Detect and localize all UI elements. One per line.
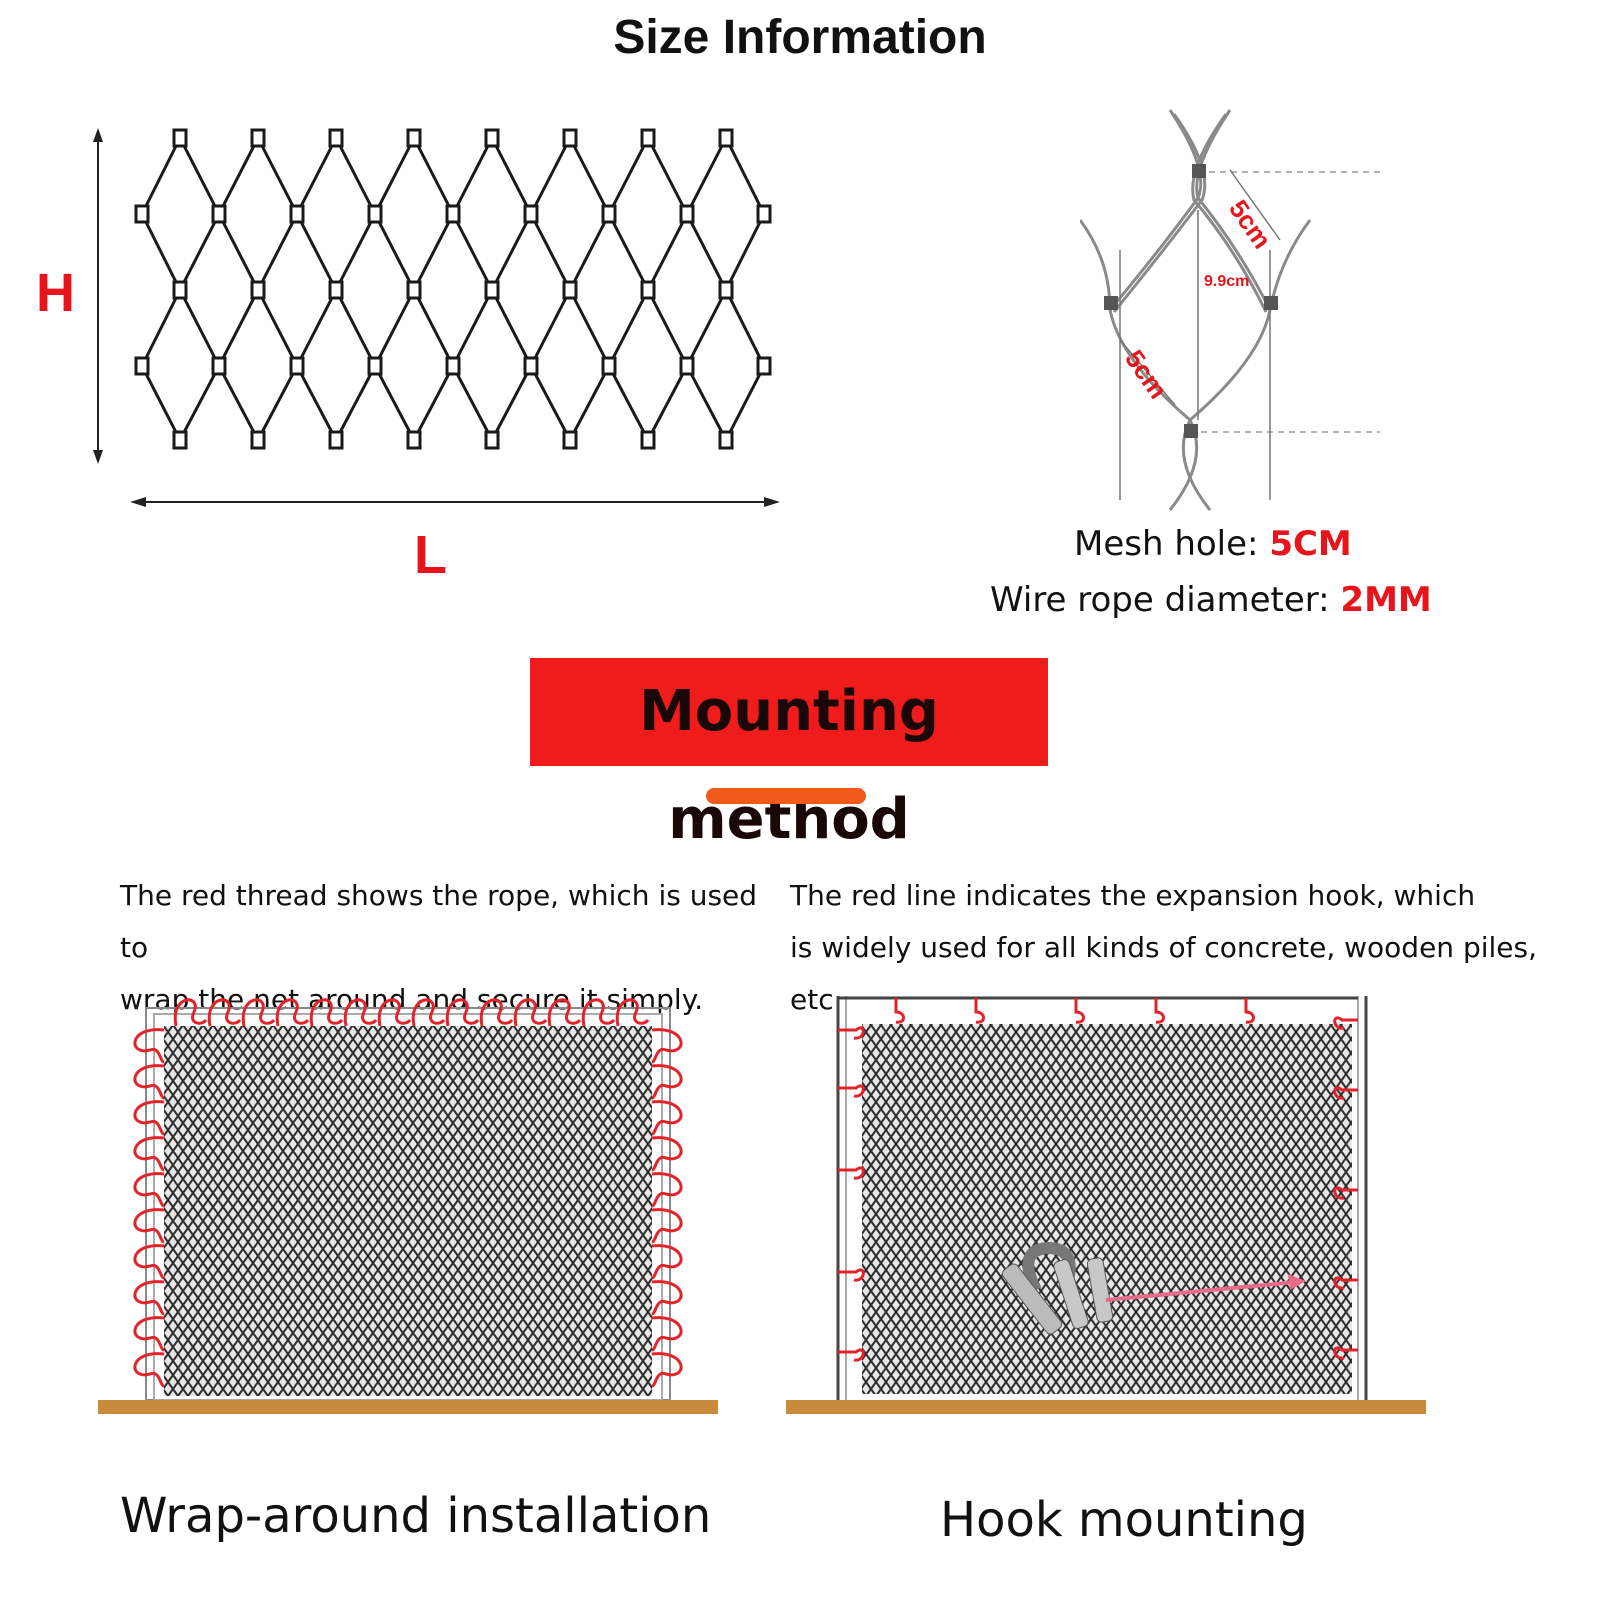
- detail-height-label: 9.9cm: [1204, 273, 1249, 290]
- mesh-ferrule: [406, 128, 422, 148]
- hook-caption-line-2: is widely used for all kinds of concrete…: [790, 931, 1537, 1016]
- mesh-ferrule: [484, 128, 500, 148]
- hook-mark: [1333, 1186, 1358, 1200]
- hook-mark: [974, 998, 985, 1024]
- mesh-ferrule: [718, 430, 734, 450]
- mesh-ferrule: [640, 128, 656, 148]
- mesh-net-diagram: [134, 128, 772, 450]
- mesh-ferrule: [445, 356, 461, 376]
- mesh-ferrule: [289, 204, 305, 224]
- hook-mark: [1074, 998, 1085, 1024]
- ground-strip: [786, 1400, 1426, 1414]
- wire-diameter-value: 2MM: [1340, 580, 1432, 620]
- mesh-ferrule: [679, 204, 695, 224]
- mesh-ferrule: [756, 356, 772, 376]
- mesh-ferrule: [562, 128, 578, 148]
- hook-mark: [894, 998, 905, 1024]
- height-label: H: [36, 263, 75, 323]
- mesh-ferrule: [601, 204, 617, 224]
- mesh-ferrule: [250, 128, 266, 148]
- mesh-ferrule: [445, 204, 461, 224]
- mesh-cell-detail: 5cm 9.9cm 5cm: [1080, 109, 1380, 511]
- mounting-method-banner: Mounting method: [530, 658, 1048, 852]
- mesh-ferrule: [562, 430, 578, 450]
- hook-mark: [838, 1348, 865, 1362]
- hook-mounting-title: Hook mounting: [940, 1492, 1308, 1548]
- mesh-ferrule: [367, 204, 383, 224]
- mesh-ferrule: [756, 204, 772, 224]
- hook-mark: [838, 1084, 865, 1098]
- mesh-ferrule: [718, 280, 734, 300]
- mesh-ferrule: [406, 430, 422, 450]
- mesh-ferrule: [718, 128, 734, 148]
- length-arrow: [130, 497, 780, 507]
- hook-mark: [1244, 998, 1255, 1024]
- wire-diameter-label: Wire rope diameter:: [990, 580, 1330, 620]
- mesh-ferrule: [640, 280, 656, 300]
- hook-mark: [838, 1026, 865, 1040]
- mesh-hole-label: Mesh hole:: [1074, 524, 1259, 564]
- length-label: L: [414, 525, 447, 585]
- spec-mesh-hole: Mesh hole: 5CM: [1074, 524, 1352, 564]
- mesh-ferrule: [134, 204, 150, 224]
- hook-mark: [838, 1268, 865, 1282]
- wrap-around-illustration: [98, 998, 718, 1414]
- mesh-ferrule: [640, 430, 656, 450]
- hook-caption-line-1: The red line indicates the expansion hoo…: [790, 879, 1476, 912]
- mesh-ferrule: [484, 430, 500, 450]
- page-title: Size Information: [613, 11, 987, 64]
- mesh-ferrule: [250, 430, 266, 450]
- mesh-ferrule: [328, 128, 344, 148]
- expansion-hook-icon: [1001, 1241, 1114, 1335]
- mesh-ferrule: [172, 280, 188, 300]
- ground-strip: [98, 1400, 718, 1414]
- mesh-ferrule: [523, 204, 539, 224]
- hook-mark: [1333, 1086, 1358, 1100]
- mesh-ferrule: [250, 280, 266, 300]
- mesh-ferrule: [601, 356, 617, 376]
- hook-caption: The red line indicates the expansion hoo…: [790, 870, 1590, 1026]
- hook-mark: [838, 1166, 865, 1180]
- rope-thread: [133, 998, 683, 1388]
- mesh-ferrule: [484, 280, 500, 300]
- hook-mark: [1333, 1016, 1358, 1030]
- mesh-ferrule: [211, 356, 227, 376]
- mesh-hole-value: 5CM: [1269, 524, 1352, 564]
- mesh-ferrule: [406, 280, 422, 300]
- wrap-caption-line-1: The red thread shows the rope, which is …: [120, 879, 758, 964]
- mesh-ferrule: [562, 280, 578, 300]
- hook-mounting-illustration: [786, 996, 1426, 1414]
- mesh-ferrule: [523, 356, 539, 376]
- mesh-ferrule: [134, 356, 150, 376]
- hook-mark: [1333, 1346, 1358, 1360]
- mesh-ferrule: [328, 430, 344, 450]
- mesh-ferrule: [679, 356, 695, 376]
- mesh-ferrule: [211, 204, 227, 224]
- hook-mark: [1154, 998, 1165, 1024]
- spec-wire-diameter: Wire rope diameter: 2MM: [990, 580, 1432, 620]
- height-arrow: [93, 128, 103, 464]
- wrap-caption: The red thread shows the rope, which is …: [120, 870, 780, 1026]
- mesh-ferrule: [172, 430, 188, 450]
- mesh-ferrule: [172, 128, 188, 148]
- wrap-caption-line-2: wrap the net around and secure it simply…: [120, 983, 704, 1016]
- hook-mark: [1333, 1276, 1358, 1290]
- decorative-orange-bar: [706, 788, 866, 804]
- mesh-ferrule: [289, 356, 305, 376]
- mesh-ferrule: [328, 280, 344, 300]
- pointer-arrow: [1105, 1274, 1306, 1302]
- wrap-around-title: Wrap-around installation: [120, 1488, 712, 1544]
- mesh-ferrule: [367, 356, 383, 376]
